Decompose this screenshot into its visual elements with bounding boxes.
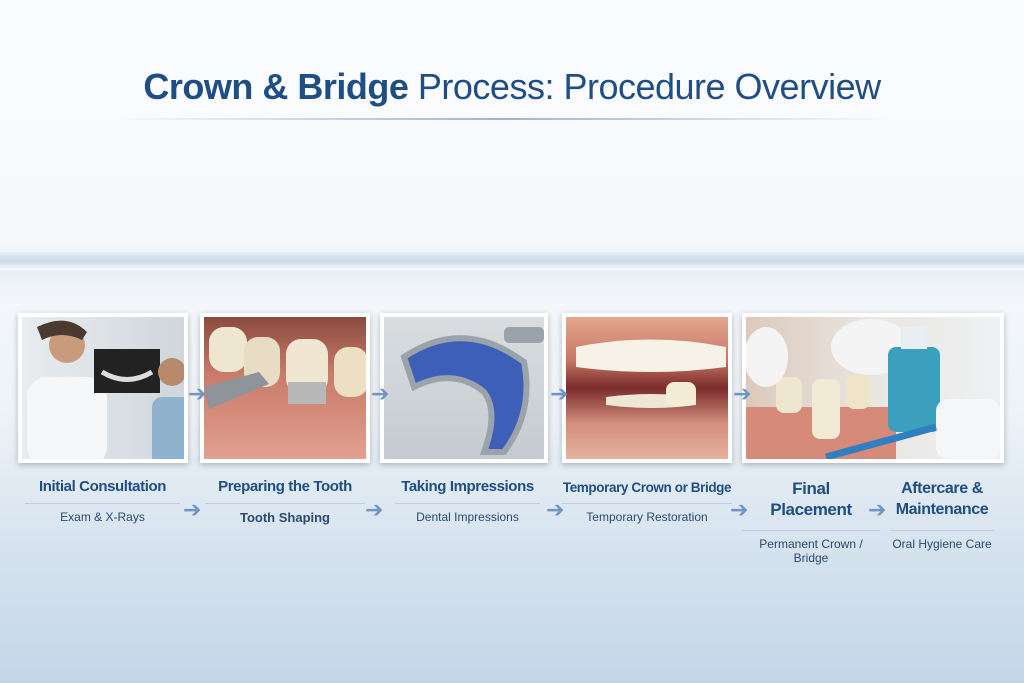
step-title: Temporary Crown or Bridge [562,480,732,495]
arrow-icon: ➔ [733,381,752,406]
title-divider [115,118,890,120]
step-title: Initial Consultation [39,478,166,495]
smile-temporary-crown-photo [562,313,732,463]
title-rest: Process: Procedure Overview [408,66,881,107]
impression-tray-photo [380,313,548,463]
arrow-icon: ➔ [371,381,390,406]
step-title: Final Placement [770,479,852,519]
decorative-band [0,252,1024,270]
step-subtitle: Tooth Shaping [205,503,365,525]
arrow-icon: ➔ [183,497,202,522]
dentist-xray-photo [18,313,188,463]
arrow-icon: ➔ [868,497,887,522]
title-bold: Crown & Bridge [143,66,409,107]
step-subtitle: Permanent Crown / Bridge [742,530,880,565]
arrow-icon: ➔ [188,381,207,406]
arrow-icon: ➔ [730,497,749,522]
crown-placement-photo [742,313,1004,463]
step-subtitle: Exam & X-Rays [25,503,180,524]
step-title: Aftercare & Maintenance [895,480,989,518]
step-title: Taking Impressions [401,478,534,495]
step-subtitle: Dental Impressions [395,503,540,524]
tooth-drill-photo [200,313,370,463]
step-subtitle: Oral Hygiene Care [890,530,994,551]
arrow-icon: ➔ [365,497,384,522]
arrow-icon: ➔ [550,381,569,406]
arrow-icon: ➔ [546,497,565,522]
step-title: Preparing the Tooth [218,478,352,495]
page-title: Crown & Bridge Process: Procedure Overvi… [0,66,1024,108]
step-subtitle: Temporary Restoration [562,503,732,524]
